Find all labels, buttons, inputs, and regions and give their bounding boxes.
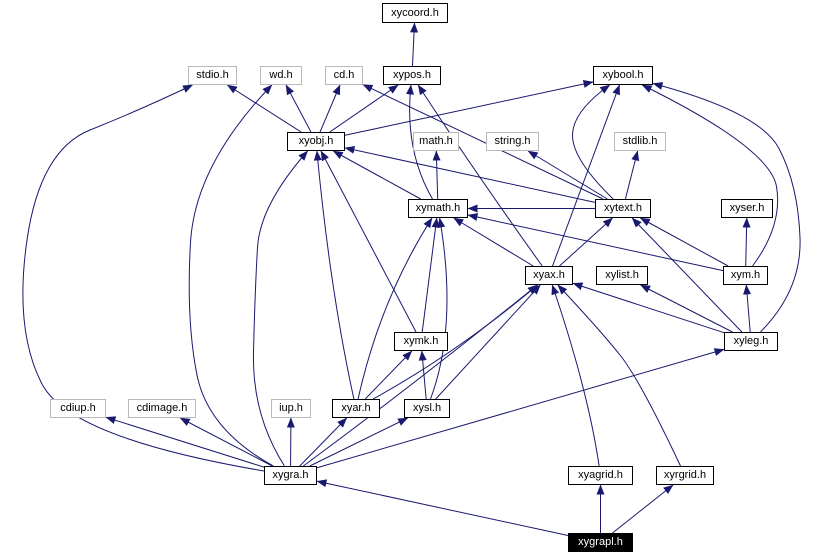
node-xymk-h[interactable]: xymk.h bbox=[394, 332, 448, 351]
include-edge-xym-to-xybool bbox=[641, 84, 779, 267]
include-edge-xyax-to-xymath bbox=[453, 217, 534, 267]
include-edge-xytext-to-xybool bbox=[571, 84, 614, 200]
include-edge-xyobj-to-wd bbox=[285, 84, 312, 133]
include-edge-xymath-to-xyobj bbox=[332, 150, 421, 200]
include-edge-xyax-to-xypos bbox=[417, 84, 543, 267]
node-xyax-h[interactable]: xyax.h bbox=[525, 266, 573, 285]
node-xyobj-h[interactable]: xyobj.h bbox=[287, 132, 345, 151]
node-xylist-h[interactable]: xylist.h bbox=[596, 266, 648, 285]
include-edge-xyobj-to-xybool bbox=[344, 80, 594, 136]
include-edge-xyax-to-xytext bbox=[559, 217, 613, 267]
include-edge-xygra-to-xyobj bbox=[252, 150, 308, 467]
include-edge-xymk-to-xymath bbox=[421, 217, 440, 333]
include-edge-xyax-to-xybool bbox=[552, 84, 620, 267]
include-edge-xytext-to-cd bbox=[362, 84, 604, 200]
node-cdiup-h: cdiup.h bbox=[50, 399, 106, 418]
include-edge-xygrapl-to-xyrgrid bbox=[612, 484, 674, 534]
include-edge-xygra-to-xyax bbox=[303, 284, 538, 467]
include-edge-xymath-to-xypos bbox=[405, 84, 433, 200]
include-edge-xyar-to-xyobj bbox=[313, 150, 355, 400]
include-edge-xymk-to-xyobj bbox=[320, 150, 417, 333]
include-edge-xyleg-to-xytext bbox=[631, 217, 743, 333]
node-xycoord-h[interactable]: xycoord.h bbox=[382, 3, 448, 23]
node-string-h: string.h bbox=[486, 132, 539, 151]
include-edge-xyobj-to-xypos bbox=[329, 84, 399, 133]
node-xybool-h[interactable]: xybool.h bbox=[593, 66, 653, 85]
include-edge-xygra-to-wd bbox=[188, 84, 274, 467]
node-wd-h: wd.h bbox=[260, 66, 302, 85]
include-edge-xyagrid-to-xyax bbox=[551, 284, 600, 467]
include-edge-xym-to-xyser bbox=[742, 217, 751, 267]
include-edge-xygra-to-stdio bbox=[22, 84, 265, 472]
include-edge-xypos-to-xycoord bbox=[410, 22, 419, 67]
include-edge-xym-to-xytext bbox=[639, 217, 729, 267]
node-xyagrid-h[interactable]: xyagrid.h bbox=[568, 466, 633, 485]
include-edge-xyleg-to-xyax bbox=[572, 282, 725, 334]
node-xym-h[interactable]: xym.h bbox=[723, 266, 768, 285]
node-stdio-h: stdio.h bbox=[188, 66, 237, 85]
include-edge-xygra-to-xyleg bbox=[316, 348, 725, 469]
include-edge-xytext-to-string bbox=[527, 150, 608, 200]
include-edge-xygra-to-cdimage bbox=[179, 417, 273, 467]
node-xyrgrid-h[interactable]: xyrgrid.h bbox=[656, 466, 714, 485]
node-xyar-h[interactable]: xyar.h bbox=[332, 399, 380, 418]
node-iup-h: iup.h bbox=[271, 399, 311, 418]
include-edge-xygra-to-xyar bbox=[299, 417, 348, 467]
include-edge-xym-to-xymath bbox=[467, 213, 724, 272]
include-edge-xyobj-to-stdio bbox=[226, 84, 302, 133]
include-edge-xyleg-to-xym bbox=[743, 284, 752, 333]
node-cdimage-h: cdimage.h bbox=[128, 399, 196, 418]
include-edge-xyobj-to-cd bbox=[319, 84, 341, 133]
include-edge-xytext-to-stdlib bbox=[624, 150, 640, 200]
node-xymath-h[interactable]: xymath.h bbox=[408, 199, 468, 218]
node-xyleg-h[interactable]: xyleg.h bbox=[724, 332, 778, 351]
node-xyser-h[interactable]: xyser.h bbox=[721, 199, 773, 218]
include-edge-xyleg-to-xylist bbox=[640, 284, 733, 333]
include-edge-xyar-to-xymath bbox=[357, 217, 433, 400]
include-edge-xytext-to-xyobj bbox=[344, 145, 596, 203]
node-cd-h: cd.h bbox=[325, 66, 363, 85]
include-edge-xygra-to-cdiup bbox=[105, 416, 265, 468]
include-edge-xysl-to-xyax bbox=[435, 284, 541, 400]
node-math-h: math.h bbox=[413, 132, 459, 151]
node-xypos-h[interactable]: xypos.h bbox=[383, 66, 441, 85]
include-edge-xysl-to-xymath bbox=[430, 217, 448, 400]
include-edge-xygrapl-to-xygra bbox=[316, 479, 569, 536]
include-edge-xymath-to-math bbox=[432, 150, 441, 200]
node-xygrapl-h-root: xygrapl.h bbox=[568, 533, 633, 552]
include-edge-xyrgrid-to-xyax bbox=[557, 284, 681, 467]
node-xytext-h[interactable]: xytext.h bbox=[595, 199, 651, 218]
node-xysl-h[interactable]: xysl.h bbox=[404, 399, 450, 418]
include-edge-xyleg-to-xybool bbox=[652, 82, 801, 333]
include-edge-xygra-to-xysl bbox=[309, 417, 409, 467]
include-edge-xyar-to-xymk bbox=[364, 350, 413, 400]
node-xygra-h[interactable]: xygra.h bbox=[264, 466, 317, 485]
node-stdlib-h: stdlib.h bbox=[614, 132, 666, 151]
